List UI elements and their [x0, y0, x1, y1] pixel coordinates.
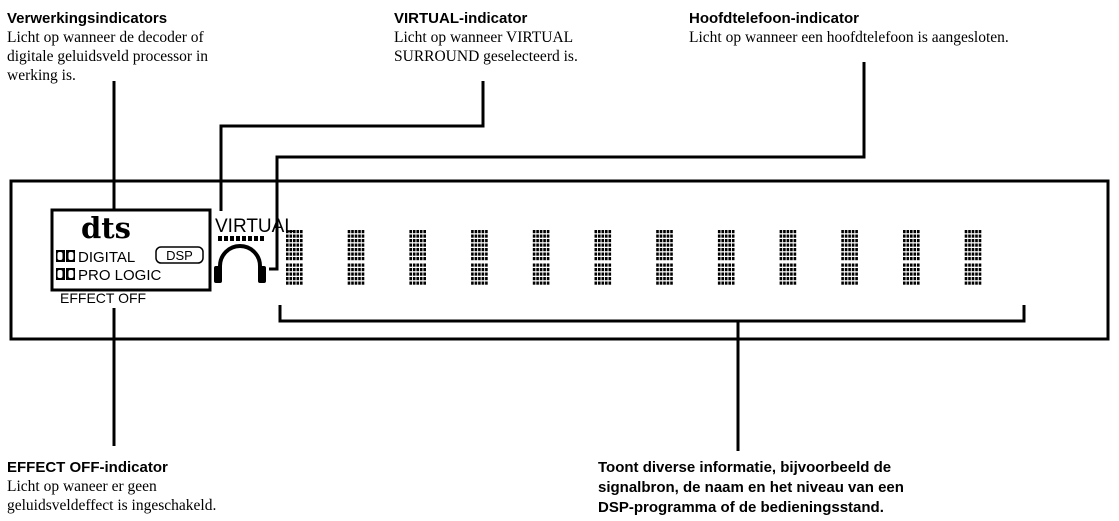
virtual-label: VIRTUAL	[215, 216, 295, 237]
callout-virtual-line: SURROUND geselecteerd is.	[394, 48, 578, 65]
callout-processing-line: Licht op wanneer de decoder of	[7, 29, 204, 46]
matrix-cell	[656, 230, 673, 285]
leader-virtual	[219, 81, 485, 211]
dts-logo: dts	[81, 211, 131, 245]
matrix-cell	[594, 230, 612, 285]
dolby-pro-logic-icon	[56, 268, 75, 280]
dot-matrix-display	[286, 230, 982, 285]
callout-virtual-title: VIRTUAL-indicator	[394, 10, 528, 27]
dsp-label: DSP	[166, 248, 193, 263]
matrix-cell	[532, 230, 550, 285]
callout-headphone: Hoofdtelefoon-indicator Licht op wanneer…	[689, 9, 1109, 47]
leader-headphone	[269, 62, 866, 271]
callout-info-line: DSP-programma of de bedieningsstand.	[598, 499, 884, 516]
dsp-box	[155, 246, 204, 264]
callout-effect-off-line: Licht op waneer er geen	[7, 478, 157, 495]
virtual-underline-dots	[218, 236, 264, 241]
callout-headphone-line: Licht op wanneer een hoofdtelefoon is aa…	[689, 29, 1009, 46]
headphone-icon	[214, 244, 266, 283]
callout-headphone-title: Hoofdtelefoon-indicator	[689, 10, 859, 27]
callout-processing-line: werking is.	[7, 67, 76, 84]
callout-virtual: VIRTUAL-indicator Licht op wanneer VIRTU…	[394, 9, 674, 66]
indicator-box	[50, 208, 212, 292]
digital-label: DIGITAL	[78, 249, 135, 266]
callout-info-line: signalbron, de naam en het niveau van ee…	[598, 479, 904, 496]
dolby-digital-icon	[56, 250, 75, 262]
matrix-cell	[964, 230, 982, 285]
matrix-cell	[471, 230, 488, 285]
info-bracket	[278, 305, 1026, 323]
matrix-cell	[779, 230, 797, 285]
matrix-cell	[409, 230, 426, 285]
pro-logic-label: PRO LOGIC	[78, 267, 162, 284]
callout-virtual-line: Licht op wanneer VIRTUAL	[394, 29, 574, 46]
matrix-cell	[903, 230, 920, 285]
display-panel	[9, 179, 1110, 341]
callout-processing-line: digitale geluidsveld processor in	[7, 48, 209, 65]
matrix-cell	[841, 230, 858, 285]
callout-info: Toont diverse informatie, bijvoorbeeld d…	[598, 458, 1038, 518]
matrix-cell	[286, 230, 303, 285]
callout-effect-off-title: EFFECT OFF-indicator	[7, 459, 168, 476]
callout-processing-title: Verwerkingsindicators	[7, 10, 168, 27]
matrix-cell	[717, 230, 735, 285]
callout-processing: Verwerkingsindicators Licht op wanneer d…	[7, 9, 307, 85]
effect-off-label: EFFECT OFF	[60, 290, 146, 306]
callout-effect-off: EFFECT OFF-indicator Licht op waneer er …	[7, 458, 337, 515]
callout-effect-off-line: geluidsveldeffect is ingeschakeld.	[7, 497, 217, 514]
callout-info-line: Toont diverse informatie, bijvoorbeeld d…	[598, 459, 892, 476]
leader-lines	[112, 62, 1026, 451]
matrix-cell	[347, 230, 365, 285]
